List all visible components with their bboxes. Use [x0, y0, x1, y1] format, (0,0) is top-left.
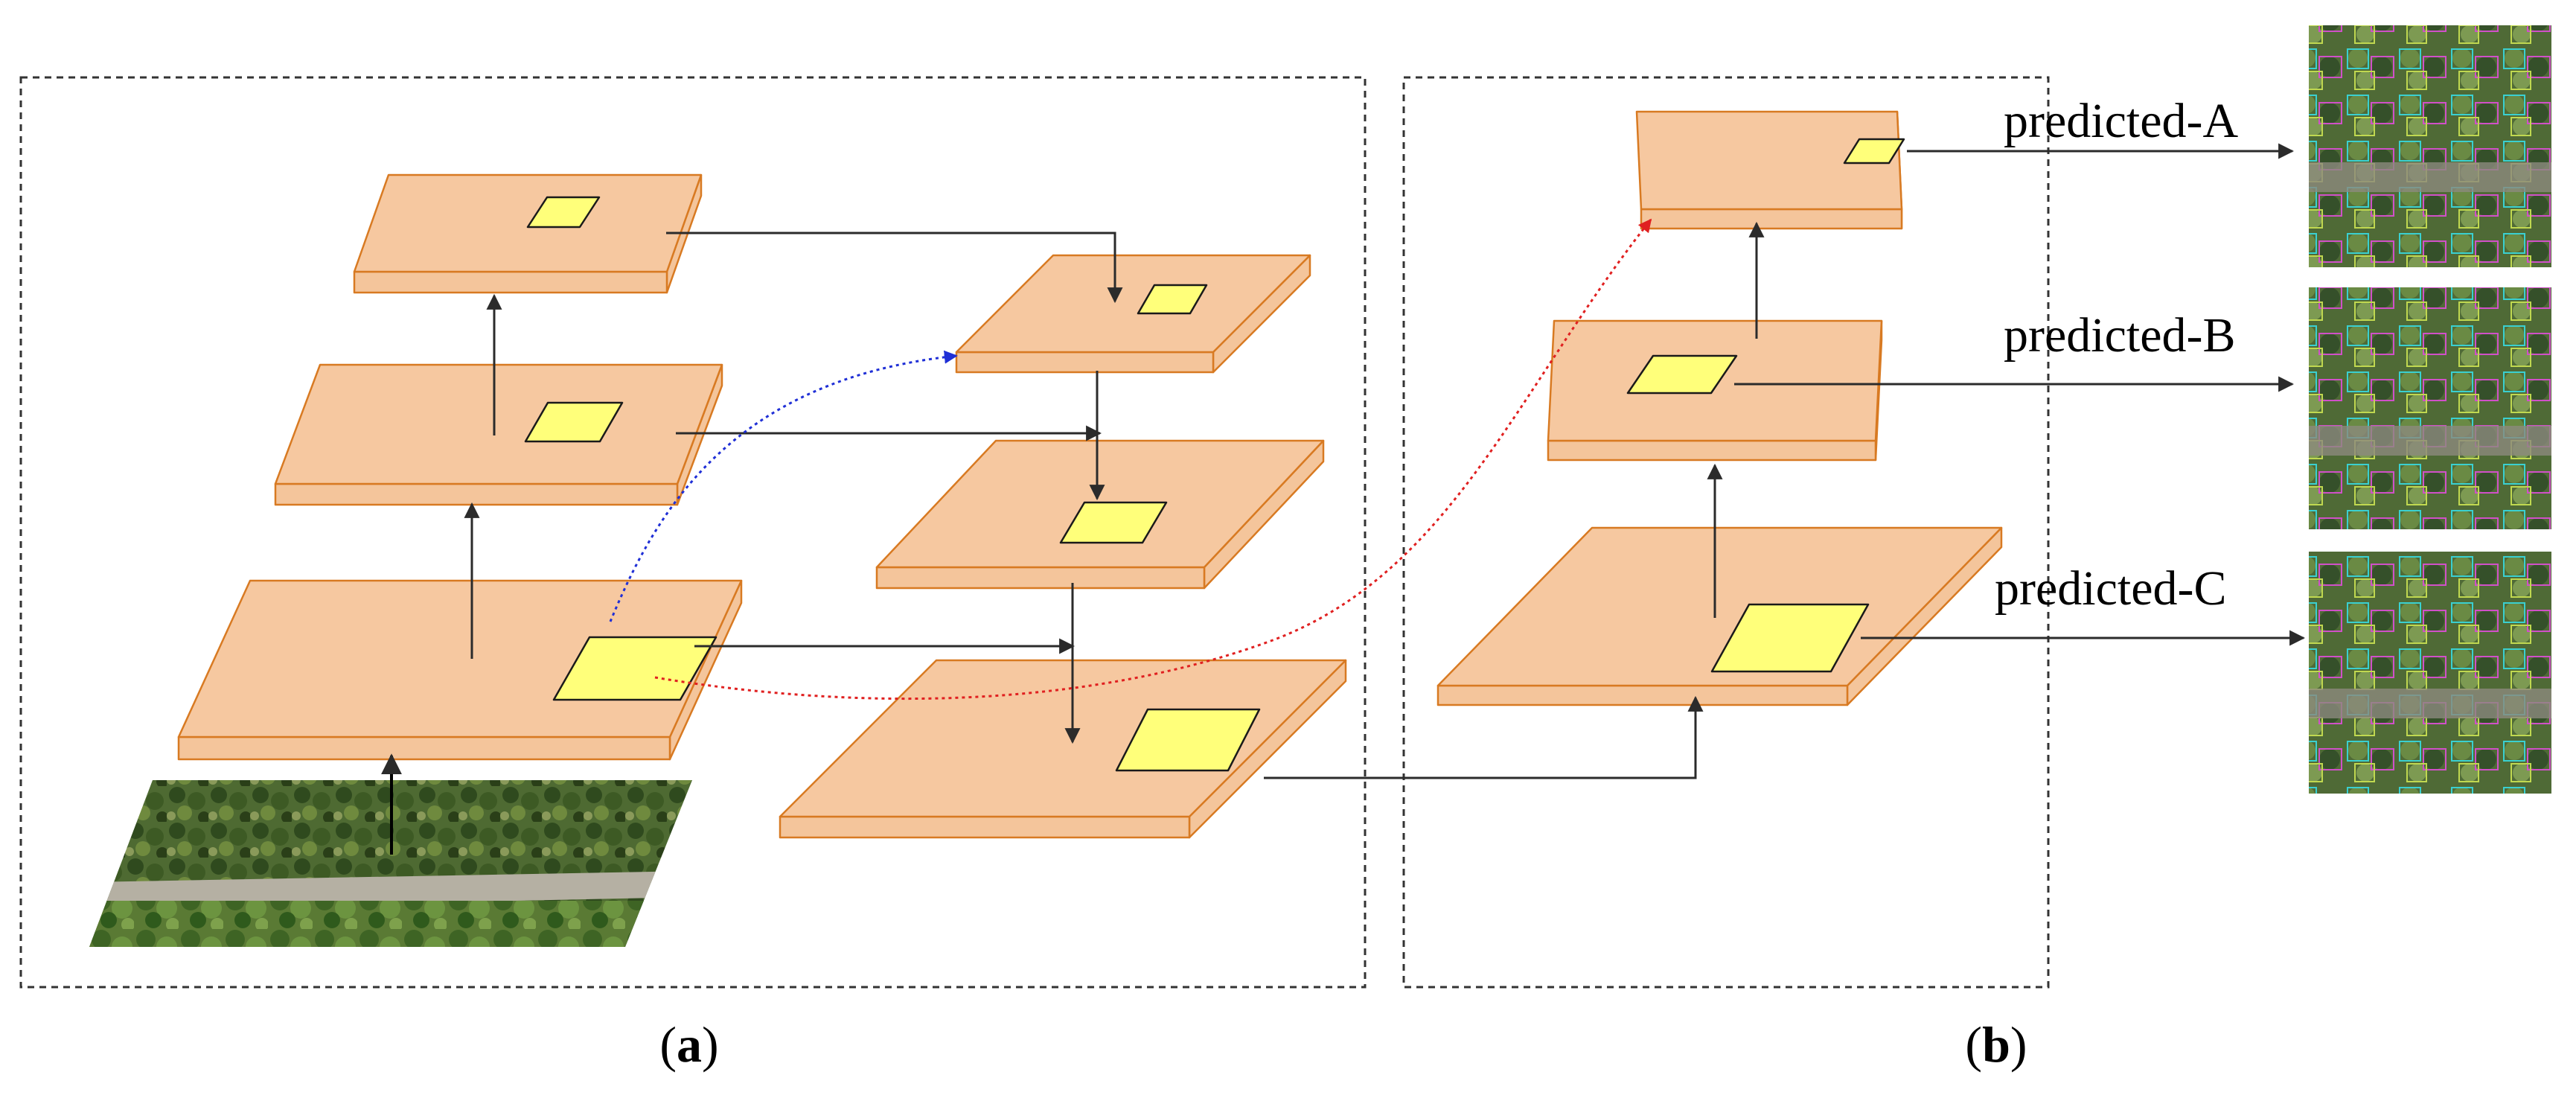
layer-c4-top — [274, 363, 723, 485]
p3-to-n3-arrow — [1264, 695, 1704, 779]
predicted-b-label: predicted-B — [2004, 308, 2236, 363]
layer-c5 — [353, 173, 703, 294]
layer-n3-front — [1436, 684, 1849, 706]
layer-n4-anchor-window — [1626, 354, 1738, 395]
layer-n4-front — [1547, 439, 1877, 462]
layer-c5-top — [353, 173, 703, 273]
layer-p4-front — [875, 566, 1206, 590]
layer-n5 — [1635, 110, 1905, 230]
layer-n5-front — [1640, 208, 1903, 230]
panel-a-caption: (a) — [659, 1016, 718, 1073]
layer-p3-front — [779, 815, 1191, 839]
layer-c4-front — [274, 482, 679, 506]
c5-to-p5-arrow — [666, 232, 1123, 304]
fpn-arrows — [666, 232, 1123, 744]
layer-n3-top — [1436, 526, 2003, 687]
predicted-a-label: predicted-A — [2004, 94, 2239, 148]
layer-p5-front — [955, 351, 1215, 374]
skip-blue-arrow — [609, 350, 958, 622]
detection-thumbnail-b — [2307, 286, 2553, 531]
layer-p3 — [779, 659, 1347, 839]
layer-c4-anchor-window — [524, 401, 624, 443]
layer-p4-anchor-window — [1059, 501, 1168, 544]
layer-n3-anchor-window — [1710, 603, 1870, 673]
panel-b-border — [1402, 76, 2050, 989]
detection-thumbnail-c — [2307, 550, 2553, 795]
layer-p5 — [955, 254, 1311, 374]
detection-thumbnail-a — [2307, 24, 2553, 269]
layer-p4 — [875, 439, 1325, 590]
panel-b-caption: (b) — [1965, 1016, 2027, 1073]
layer-c3-anchor-window — [552, 636, 717, 701]
layer-n5-top — [1635, 110, 1903, 211]
layer-n4 — [1547, 319, 1883, 462]
prediction-arrows — [1734, 143, 2306, 646]
layer-p5-top — [955, 254, 1311, 354]
layer-p5-anchor-window — [1137, 284, 1208, 315]
layer-p3-top — [779, 659, 1347, 818]
predicted-c-label: predicted-C — [1995, 561, 2227, 616]
layer-p3-anchor-window — [1115, 708, 1261, 772]
feature-layers — [177, 110, 2003, 839]
input-image — [89, 780, 692, 947]
backbone-arrows — [381, 293, 502, 855]
layer-c4 — [274, 363, 723, 506]
panel-a-border — [19, 76, 1367, 989]
pan-arrows — [1264, 221, 1765, 779]
skip-red-arrow — [654, 218, 1652, 701]
layer-n5-anchor-window — [1843, 138, 1905, 165]
layer-c5-anchor-window — [526, 196, 601, 229]
layer-c5-front — [353, 270, 668, 294]
layer-c3 — [177, 579, 743, 761]
layer-c3-front — [177, 735, 671, 761]
layer-n3 — [1436, 526, 2003, 706]
